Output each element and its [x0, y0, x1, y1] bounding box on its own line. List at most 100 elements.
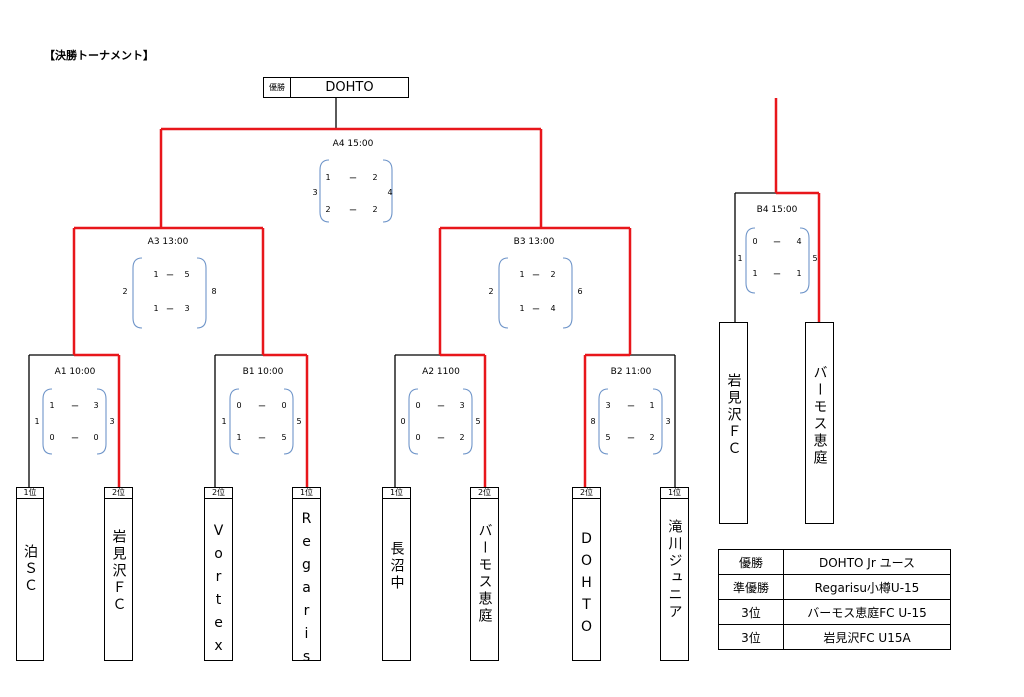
total-score: 5 — [475, 417, 481, 426]
score-cell: 1 — [649, 401, 655, 410]
total-score: 1 — [34, 417, 40, 426]
score-dash: ー — [71, 402, 79, 411]
table-row: 準優勝 Regarisu小樽U-15 — [718, 574, 951, 600]
total-score: 8 — [590, 417, 596, 426]
total-score: 1 — [221, 417, 227, 426]
score-cell: 1 — [153, 270, 159, 279]
score-dash: ー — [773, 270, 781, 279]
score-cell: 3 — [459, 401, 465, 410]
match-a4-label: A4 15:00 — [332, 139, 374, 149]
score-cell: 2 — [459, 433, 465, 442]
team-box: 長沼中 — [382, 498, 411, 661]
score-cell: 3 — [605, 401, 611, 410]
page-title: 【決勝トーナメント】 — [44, 49, 154, 62]
score-dash: ー — [627, 402, 635, 411]
result-place: 準優勝 — [718, 574, 784, 600]
table-row: 優勝 DOHTO Jr ユース — [718, 549, 951, 575]
score-dash: ー — [71, 434, 79, 443]
team-name: Vortex — [210, 523, 227, 661]
score-cell: 2 — [550, 270, 556, 279]
match-b3-label: B3 13:00 — [513, 237, 555, 247]
match-a3-label: A3 13:00 — [147, 237, 189, 247]
match-b1-label: B1 10:00 — [242, 367, 284, 377]
score-cell: 2 — [372, 205, 378, 214]
team-name: DOHTO — [578, 531, 595, 641]
score-cell: 1 — [325, 173, 331, 182]
score-cell: 1 — [49, 401, 55, 410]
team-name: 長沼中 — [388, 541, 405, 592]
result-team: 岩見沢FC U15A — [783, 624, 951, 650]
score-cell: 2 — [649, 433, 655, 442]
champion-name: DOHTO — [325, 80, 374, 95]
score-cell: 0 — [415, 401, 421, 410]
score-dash: ー — [773, 238, 781, 247]
team-box: 泊ＳＣ — [16, 498, 44, 661]
score-cell: 1 — [519, 270, 525, 279]
total-score: 2 — [122, 287, 128, 296]
score-cell: 2 — [325, 205, 331, 214]
team-box: 岩見沢ＦＣ — [104, 498, 133, 661]
match-b4-label: B4 15:00 — [756, 205, 798, 215]
score-cell: 0 — [415, 433, 421, 442]
score-cell: 1 — [236, 433, 242, 442]
team-name: バーモス恵庭 — [811, 365, 828, 467]
total-score: 3 — [665, 417, 671, 426]
score-dash: ー — [437, 402, 445, 411]
score-dash: ー — [532, 271, 540, 280]
champion-label: 優勝 — [264, 78, 291, 97]
team-name: 泊ＳＣ — [22, 544, 38, 595]
team-box: バーモス恵庭 — [470, 498, 499, 661]
score-cell: 1 — [153, 304, 159, 313]
total-score: 2 — [488, 287, 494, 296]
score-cell: 2 — [372, 173, 378, 182]
score-cell: 5 — [184, 270, 190, 279]
total-score: 5 — [296, 417, 302, 426]
result-team: Regarisu小樽U-15 — [783, 574, 951, 600]
score-dash: ー — [258, 434, 266, 443]
total-score: 6 — [577, 287, 583, 296]
match-a2-label: A2 1100 — [422, 367, 460, 377]
team-name: 岩見沢ＦＣ — [110, 529, 127, 614]
total-score: 3 — [109, 417, 115, 426]
score-cell: 1 — [796, 269, 802, 278]
score-dash: ー — [258, 402, 266, 411]
score-cell: 0 — [49, 433, 55, 442]
total-score: 5 — [812, 254, 818, 263]
team-box: バーモス恵庭 — [805, 322, 834, 524]
match-b2-label: B2 11:00 — [610, 367, 652, 377]
team-name: 岩見沢ＦＣ — [725, 373, 742, 458]
result-team: DOHTO Jr ユース — [783, 549, 951, 575]
score-cell: 0 — [93, 433, 99, 442]
score-cell: 5 — [281, 433, 287, 442]
score-dash: ー — [349, 206, 357, 215]
total-score: 0 — [400, 417, 406, 426]
table-row: 3位 岩見沢FC U15A — [718, 624, 951, 650]
score-cell: 3 — [93, 401, 99, 410]
match-a1-label: A1 10:00 — [54, 367, 96, 377]
team-name: 滝川ジュニア — [666, 519, 683, 621]
score-dash: ー — [349, 174, 357, 183]
score-dash: ー — [166, 305, 174, 314]
score-cell: 0 — [752, 237, 758, 246]
team-box: 岩見沢ＦＣ — [719, 322, 748, 524]
total-score: 1 — [737, 254, 743, 263]
results-table: 優勝 DOHTO Jr ユース 準優勝 Regarisu小樽U-15 3位 バー… — [718, 549, 951, 650]
result-place: 3位 — [718, 624, 784, 650]
score-dash: ー — [627, 434, 635, 443]
score-dash: ー — [437, 434, 445, 443]
score-cell: 4 — [796, 237, 802, 246]
result-place: 優勝 — [718, 549, 784, 575]
score-dash: ー — [532, 305, 540, 314]
team-box: DOHTO — [572, 498, 601, 661]
team-name: Regaris — [298, 511, 315, 672]
score-cell: 4 — [550, 304, 556, 313]
team-box: 滝川ジュニア — [660, 498, 689, 661]
team-box: Vortex — [204, 498, 233, 661]
score-dash: ー — [166, 271, 174, 280]
team-name: バーモス恵庭 — [476, 523, 493, 625]
score-cell: 3 — [184, 304, 190, 313]
total-score: 3 — [312, 188, 318, 197]
score-cell: 0 — [236, 401, 242, 410]
score-cell: 1 — [752, 269, 758, 278]
